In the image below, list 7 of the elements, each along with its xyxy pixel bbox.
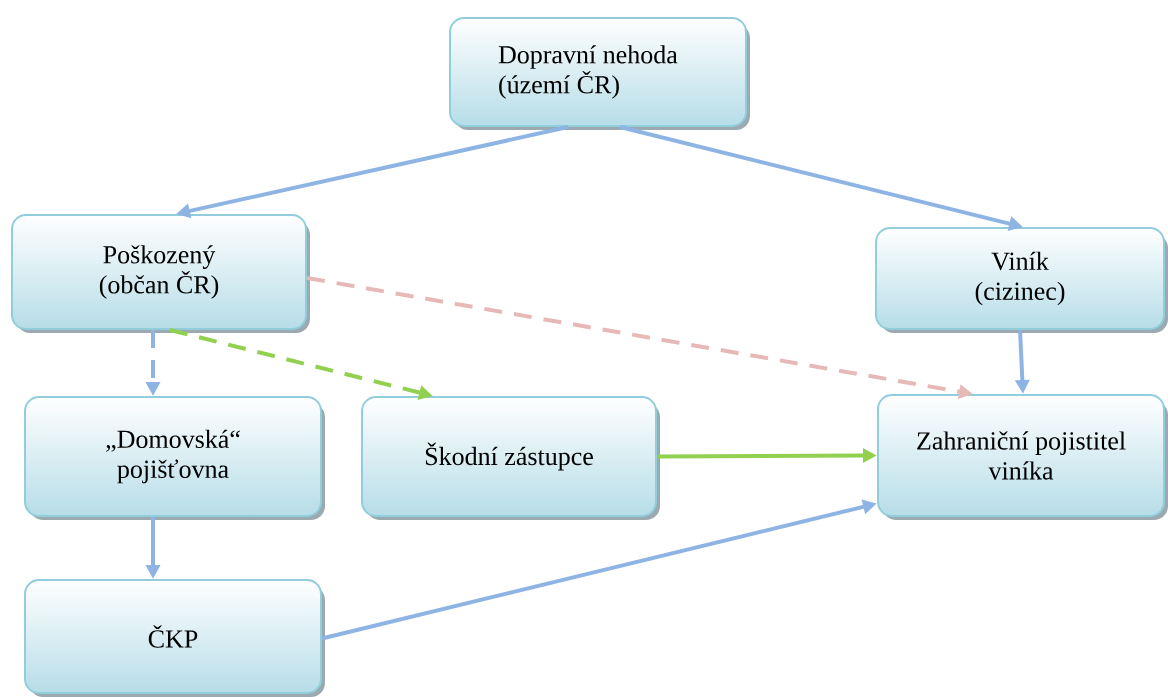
process-box: ČKP xyxy=(24,579,325,697)
process-box: Škodní zástupce xyxy=(361,396,660,520)
process-box: Poškozený (občan ČR) xyxy=(11,214,310,333)
process-box: Zahraniční pojistitel viníka xyxy=(877,394,1168,520)
process-box: „Domovská“ pojišťovna xyxy=(24,396,325,520)
process-box: Dopravní nehoda (území ČR) xyxy=(449,17,750,130)
process-box: Viník (cizinec) xyxy=(875,227,1168,333)
